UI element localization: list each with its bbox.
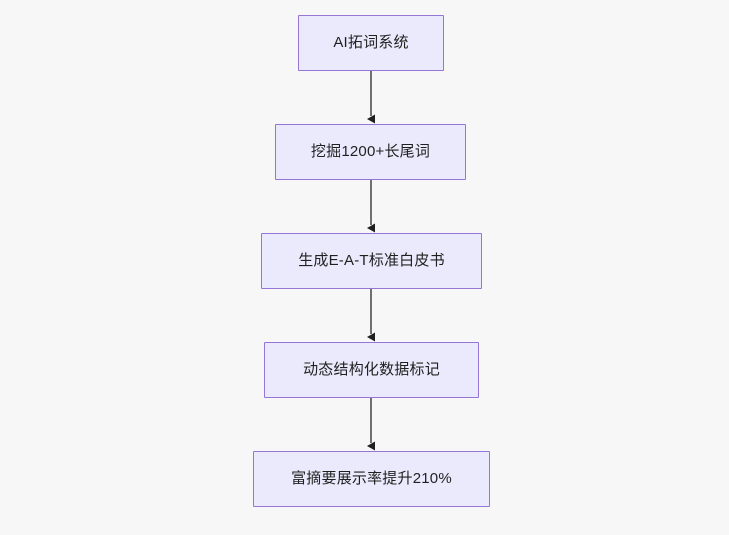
flowchart-node-mine-longtail-keywords[interactable]: 挖掘1200+长尾词 [275, 124, 466, 180]
node-label: 动态结构化数据标记 [303, 361, 440, 378]
node-label: 生成E-A-T标准白皮书 [298, 252, 445, 269]
flowchart-node-generate-eat-whitepaper[interactable]: 生成E-A-T标准白皮书 [261, 233, 482, 289]
flowchart-node-dynamic-structured-data-markup[interactable]: 动态结构化数据标记 [264, 342, 479, 398]
flowchart-node-rich-snippet-impression-lift[interactable]: 富摘要展示率提升210% [253, 451, 490, 507]
node-label: 富摘要展示率提升210% [291, 470, 452, 487]
node-label: AI拓词系统 [333, 34, 409, 51]
flowchart-node-ai-keyword-system[interactable]: AI拓词系统 [298, 15, 444, 71]
node-label: 挖掘1200+长尾词 [310, 143, 431, 160]
